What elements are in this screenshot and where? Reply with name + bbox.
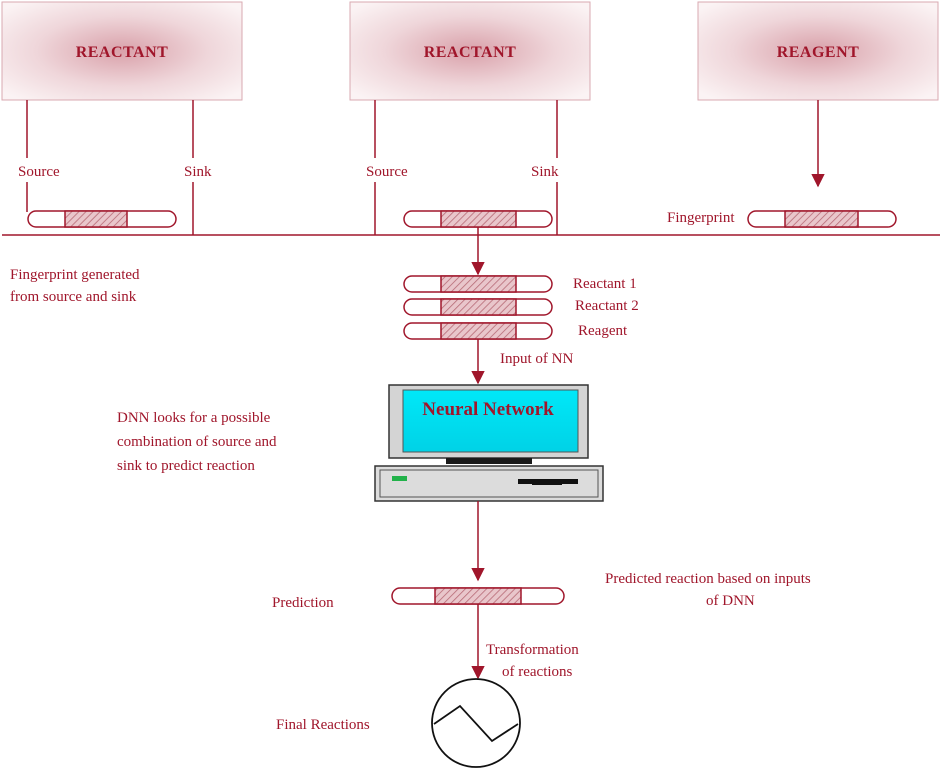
dnn-line2: combination of source and [117, 434, 277, 450]
reactant-box-2-label: REACTANT [424, 44, 517, 61]
source-label-1: Source [18, 164, 60, 180]
source-sink-lines [26, 100, 558, 235]
prediction-label: Prediction [272, 595, 334, 611]
dnn-line3: sink to predict reaction [117, 458, 255, 474]
predicted-line1: Predicted reaction based on inputs [605, 571, 811, 587]
final-reactions-icon [431, 678, 521, 768]
fingerprint-bar-1 [27, 210, 177, 228]
reactant-2-label: Reactant 2 [575, 298, 639, 314]
power-led-icon [392, 476, 407, 481]
reactant-1-label: Reactant 1 [573, 276, 637, 292]
input-bar-reactant-1 [403, 275, 553, 293]
input-nn-label: Input of NN [500, 351, 573, 367]
fp-generated-line2: from source and sink [10, 289, 137, 305]
transformation-line2: of reactions [502, 664, 573, 680]
prediction-bar [391, 587, 565, 605]
final-reactions-label: Final Reactions [276, 717, 370, 733]
computer-icon: Neural Network [374, 384, 604, 502]
reactant-box-1: REACTANT [1, 1, 243, 101]
reactant-box-2: REACTANT [349, 1, 591, 101]
dnn-line1: DNN looks for a possible [117, 410, 271, 426]
fingerprint-bar-2 [403, 210, 553, 228]
sink-label-1: Sink [184, 164, 212, 180]
transformation-line1: Transformation [486, 642, 579, 658]
source-label-2: Source [366, 164, 408, 180]
fingerprint-bar-3 [747, 210, 897, 228]
sink-label-2: Sink [531, 164, 559, 180]
fingerprint-label: Fingerprint [667, 210, 735, 226]
reagent-box: REAGENT [697, 1, 939, 101]
reactant-box-1-label: REACTANT [76, 44, 169, 61]
predicted-line2: of DNN [706, 593, 755, 609]
reagent-box-label: REAGENT [777, 44, 860, 61]
input-bar-reactant-2 [403, 298, 553, 316]
reagent-small-label: Reagent [578, 323, 628, 339]
input-bar-reagent [403, 322, 553, 340]
neural-network-label: Neural Network [422, 399, 554, 420]
fp-generated-line1: Fingerprint generated [10, 267, 140, 283]
